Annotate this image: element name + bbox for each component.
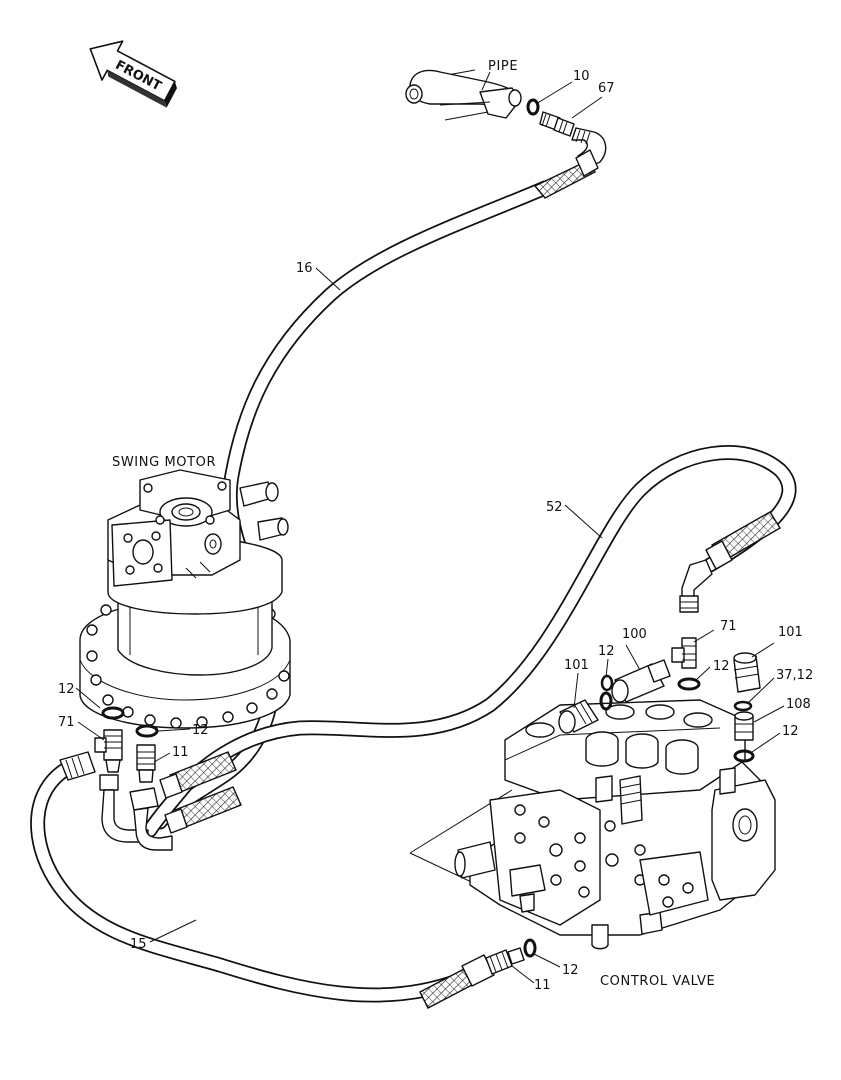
callout-100: 100 bbox=[622, 627, 647, 642]
hose-15 bbox=[30, 760, 468, 1003]
o-ring-12-valve-mid bbox=[599, 691, 613, 711]
o-ring-37-12 bbox=[733, 700, 753, 712]
callout-11-bottom: 11 bbox=[534, 978, 551, 993]
flange-bolts bbox=[86, 604, 290, 729]
swing-motor-label: SWING MOTOR bbox=[112, 455, 216, 470]
control-valve bbox=[454, 699, 776, 950]
callout-52: 52 bbox=[546, 500, 563, 515]
plug-101-left bbox=[558, 699, 599, 734]
callout-12-motor-a: 12 bbox=[58, 682, 75, 697]
adapter-67 bbox=[539, 111, 575, 137]
hose-16-top-fitting bbox=[533, 127, 607, 199]
o-ring-12-motor-a bbox=[101, 706, 125, 720]
o-ring-12-valve-right bbox=[733, 749, 755, 763]
arrow-front-icon bbox=[89, 40, 177, 108]
callout-12-valve-mid: 12 bbox=[713, 659, 730, 674]
swing-motor bbox=[79, 469, 291, 729]
hose-52-fitting bbox=[679, 511, 781, 613]
callout-37-12: 37,12 bbox=[776, 668, 813, 683]
callout-11-motor: 11 bbox=[172, 745, 189, 760]
pipe-label: PIPE bbox=[488, 59, 518, 74]
callout-71-valve: 71 bbox=[720, 619, 737, 634]
callout-71-motor: 71 bbox=[58, 715, 75, 730]
tee-71-motor bbox=[94, 729, 123, 773]
o-ring-12-motor-b bbox=[135, 724, 159, 738]
callout-16: 16 bbox=[296, 261, 313, 276]
valve-port-holes bbox=[514, 804, 646, 898]
o-ring-12-valve-top bbox=[600, 674, 614, 692]
o-ring-12-bottom bbox=[523, 938, 537, 958]
motor-hose-fittings bbox=[59, 751, 242, 851]
callout-12-valve-right: 12 bbox=[782, 724, 799, 739]
front-arrow: FRONT bbox=[89, 40, 177, 108]
callout-101-left: 101 bbox=[564, 658, 589, 673]
callout-67: 67 bbox=[598, 81, 615, 96]
leader-lines bbox=[75, 71, 785, 984]
callout-12-valve-top: 12 bbox=[598, 644, 615, 659]
adapter-108 bbox=[734, 711, 754, 741]
hose-15-bottom-fitting bbox=[419, 947, 525, 1009]
callout-108: 108 bbox=[786, 697, 811, 712]
plug-101-right bbox=[733, 652, 761, 693]
callout-101-right: 101 bbox=[778, 625, 803, 640]
o-ring-10 bbox=[526, 98, 540, 116]
callout-12-bottom: 12 bbox=[562, 963, 579, 978]
tee-71-valve bbox=[671, 637, 697, 669]
o-ring-12-valve-right-top bbox=[677, 677, 701, 691]
pipe-assembly bbox=[405, 69, 522, 121]
adapter-11-motor bbox=[136, 744, 156, 783]
callout-15: 15 bbox=[130, 937, 147, 952]
plug-100 bbox=[611, 659, 671, 703]
control-valve-label: CONTROL VALVE bbox=[600, 974, 715, 989]
callout-12-motor-b: 12 bbox=[192, 723, 209, 738]
callout-10: 10 bbox=[573, 69, 590, 84]
